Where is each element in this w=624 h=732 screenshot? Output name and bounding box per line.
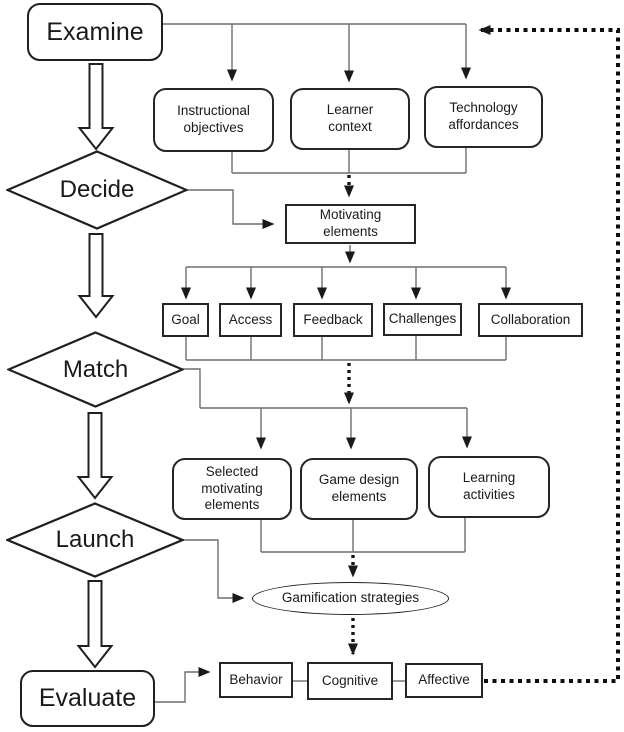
dotted-flow-arrows (344, 175, 358, 656)
node-launch-label: Launch (55, 526, 135, 553)
node-instructional-objectives: Instructional objectives (153, 88, 274, 152)
node-gamification-strategies: Gamification strategies (252, 582, 449, 615)
diamond-shape-match (7, 331, 184, 408)
node-technology-affordances: Technology affordances (424, 86, 543, 148)
node-motivating-elements-label: Motivating elements (319, 207, 382, 239)
node-learning-activities-label: Learning activities (462, 470, 516, 502)
block-arrow-examine-decide (77, 63, 115, 151)
node-decide: Decide (6, 150, 188, 230)
node-collaboration: Collaboration (478, 303, 583, 337)
node-motivating-elements: Motivating elements (285, 204, 416, 244)
node-learning-activities: Learning activities (428, 456, 550, 518)
node-launch: Launch (6, 502, 184, 578)
feedback-loop-dotted (478, 25, 620, 683)
node-goal-label: Goal (171, 311, 200, 327)
node-goal: Goal (162, 303, 209, 337)
block-arrow-decide-match (77, 233, 115, 319)
node-evaluate-label: Evaluate (38, 684, 137, 712)
node-behavior: Behavior (219, 662, 293, 698)
node-cognitive: Cognitive (307, 662, 393, 700)
diamond-shape-launch (6, 502, 184, 578)
node-learner-context-label: Learner context (326, 102, 374, 134)
block-arrow-match-launch (76, 412, 114, 500)
node-decide-label: Decide (59, 176, 135, 203)
node-affective: Affective (405, 663, 483, 698)
node-instructional-objectives-label: Instructional objectives (177, 103, 250, 135)
node-examine: Examine (27, 3, 163, 61)
node-access: Access (219, 303, 282, 337)
node-behavior-label: Behavior (229, 671, 283, 687)
node-challenges: Challenges (383, 303, 462, 336)
node-access-label: Access (228, 311, 273, 327)
node-selected-motivating-elements: Selected motivating elements (172, 458, 292, 520)
solid-connectors (155, 23, 511, 703)
node-feedback-label: Feedback (303, 311, 363, 327)
node-evaluate: Evaluate (20, 670, 155, 727)
node-examine-label: Examine (46, 17, 144, 46)
node-game-design-elements: Game design elements (300, 458, 418, 520)
node-affective-label: Affective (418, 672, 470, 688)
node-match-label: Match (62, 355, 129, 383)
node-gamification-strategies-label: Gamification strategies (281, 590, 420, 606)
block-arrows (76, 63, 115, 669)
node-feedback: Feedback (293, 303, 373, 337)
node-match: Match (7, 331, 184, 408)
node-technology-affordances-label: Technology affordances (448, 100, 519, 132)
node-collaboration-label: Collaboration (490, 311, 571, 327)
node-selected-motivating-elements-label: Selected motivating elements (201, 463, 263, 513)
node-challenges-label: Challenges (388, 311, 457, 327)
diamond-shape-decide (6, 150, 188, 230)
node-learner-context: Learner context (290, 88, 410, 150)
node-game-design-elements-label: Game design elements (318, 472, 400, 504)
node-cognitive-label: Cognitive (321, 672, 379, 688)
block-arrow-launch-evaluate (76, 580, 114, 669)
